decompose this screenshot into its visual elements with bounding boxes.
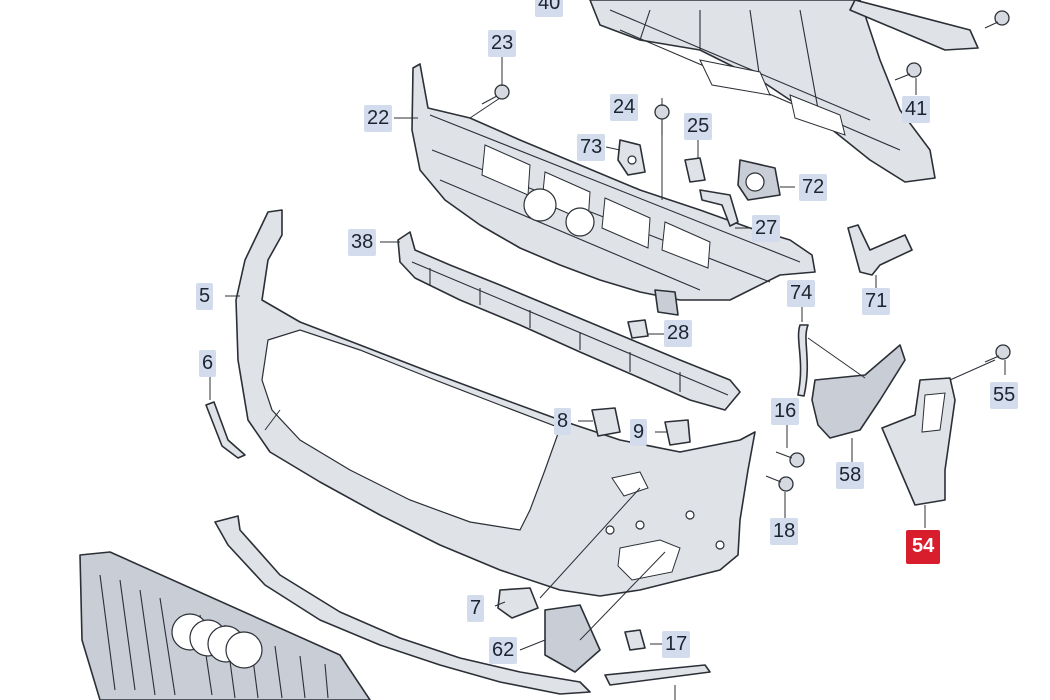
callout-9[interactable]: 9	[630, 419, 648, 446]
lower-guide-part	[397, 231, 741, 411]
callout-54-highlighted[interactable]: 54	[906, 530, 941, 564]
callout-27[interactable]: 27	[752, 215, 781, 242]
callout-40[interactable]: 40	[535, 0, 564, 17]
callout-73[interactable]: 73	[577, 134, 606, 161]
callout-25[interactable]: 25	[684, 113, 713, 140]
callout-16[interactable]: 16	[771, 398, 800, 425]
callout-38[interactable]: 38	[348, 229, 377, 256]
small-parts	[497, 139, 956, 673]
clip-28	[627, 319, 649, 339]
clip-17	[624, 629, 646, 651]
callout-71[interactable]: 71	[862, 288, 891, 315]
callout-23[interactable]: 23	[488, 30, 517, 57]
holder-27	[699, 189, 739, 227]
bracket-71	[847, 224, 913, 276]
bracket-25	[684, 157, 706, 183]
callout-22[interactable]: 22	[364, 105, 393, 132]
callout-28[interactable]: 28	[664, 320, 693, 347]
cover-62	[544, 604, 601, 673]
callout-18[interactable]: 18	[770, 518, 799, 545]
clip-8	[591, 407, 621, 437]
bracket-58	[811, 344, 906, 439]
screws	[481, 10, 1011, 492]
callout-6[interactable]: 6	[199, 350, 217, 377]
clip-9	[664, 419, 691, 446]
cover-7	[497, 587, 539, 619]
callout-72[interactable]: 72	[799, 174, 828, 201]
callout-8[interactable]: 8	[554, 408, 572, 435]
callout-5[interactable]: 5	[196, 283, 214, 310]
leader-lines	[209, 56, 1006, 700]
trim-strip-part	[205, 401, 246, 459]
upper-carrier-part	[589, 0, 979, 183]
callout-24[interactable]: 24	[610, 94, 639, 121]
bumper-cover-part	[235, 209, 756, 597]
callout-62[interactable]: 62	[489, 637, 518, 664]
callout-74[interactable]: 74	[787, 280, 816, 307]
callout-17[interactable]: 17	[662, 631, 691, 658]
grille-part	[79, 551, 371, 700]
lower-trim-strip-part	[604, 664, 711, 686]
lower-spoiler-part	[214, 515, 591, 695]
callout-7[interactable]: 7	[467, 595, 485, 622]
bumper-carrier-part	[411, 63, 816, 316]
callout-55[interactable]: 55	[990, 382, 1019, 409]
callout-41[interactable]: 41	[902, 96, 931, 123]
callout-58[interactable]: 58	[836, 462, 865, 489]
hose-74	[797, 324, 809, 397]
